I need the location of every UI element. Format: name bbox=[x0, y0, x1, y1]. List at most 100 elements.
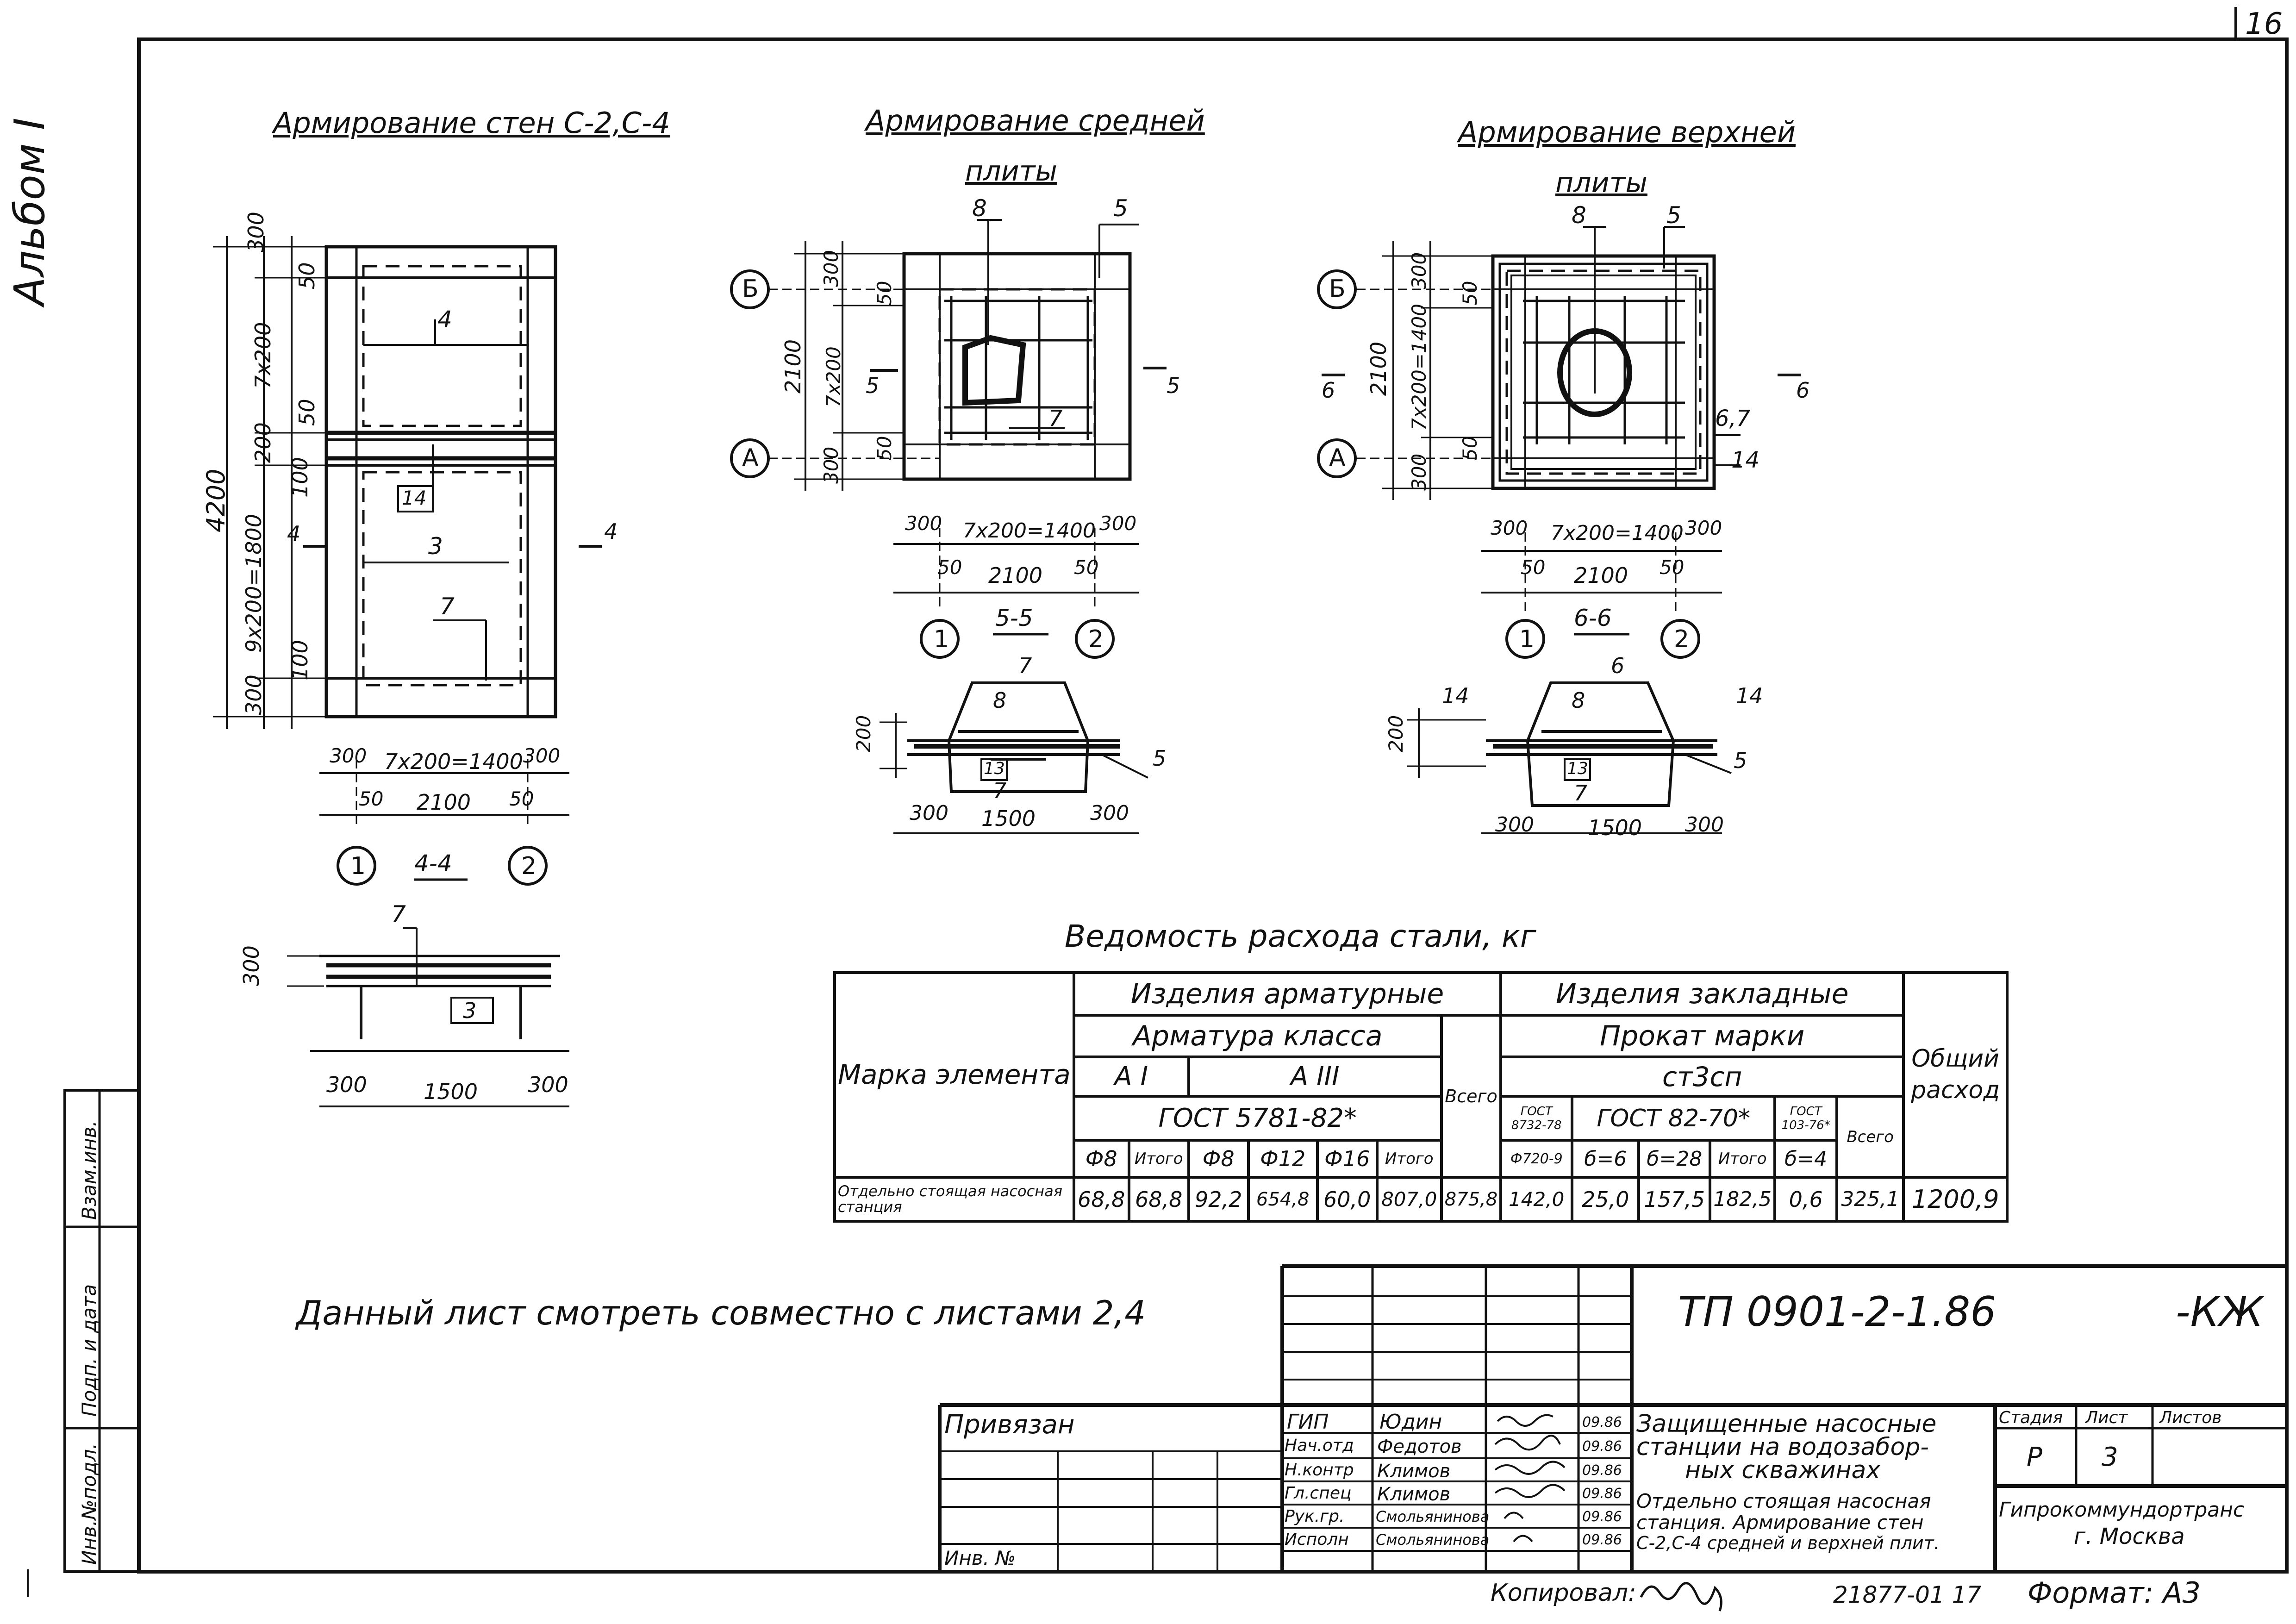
top-axis-1: 1 bbox=[1519, 625, 1535, 653]
sub-f8b: Ф8 bbox=[1187, 1139, 1250, 1179]
h-gost-82: ГОСТ 82-70* bbox=[1571, 1095, 1777, 1142]
h-embedded-products: Изделия закладные bbox=[1499, 971, 1905, 1017]
val-9: 157,5 bbox=[1637, 1176, 1712, 1223]
middle-title-2: плиты bbox=[965, 155, 1057, 187]
top-section-label: 6-6 bbox=[1574, 605, 1612, 631]
top-title-1: Армирование верхней bbox=[1458, 115, 1796, 149]
date-4: 09.86 bbox=[1582, 1509, 1622, 1525]
sub-itogo2: Итого bbox=[1375, 1139, 1443, 1179]
val-6: 875,8 bbox=[1440, 1176, 1503, 1223]
sheet-title-3: С-2,С-4 средней и верхней плит. bbox=[1636, 1533, 1940, 1553]
val-12: 325,1 bbox=[1835, 1176, 1905, 1223]
doc-code: ТП 0901-2-1.86 bbox=[1678, 1288, 1997, 1336]
top-sec-mark-13: 13 bbox=[1567, 759, 1588, 778]
walls-mark-4: 4 bbox=[437, 306, 452, 333]
walls-section-left: 4 bbox=[287, 521, 301, 546]
walls-mark-14: 14 bbox=[402, 487, 427, 509]
sub-b4: б=4 bbox=[1773, 1139, 1839, 1179]
org-city: г. Москва bbox=[2074, 1524, 2185, 1549]
top-mark-67: 6,7 bbox=[1715, 406, 1751, 431]
sub-f16: Ф16 bbox=[1316, 1139, 1379, 1179]
walls-sec-dim-300b: 300 bbox=[528, 1072, 568, 1097]
walls-section-label: 4-4 bbox=[414, 850, 452, 877]
top-sec-dim-300b: 300 bbox=[1685, 813, 1724, 837]
steel-spec-table: Марка элемента Изделия арматурные Издели… bbox=[833, 971, 2009, 1223]
h-armature-class: Арматура класса bbox=[1072, 1014, 1443, 1058]
sheet-title-2: станция. Армирование стен bbox=[1636, 1511, 1924, 1534]
top-bdim-4: 50 bbox=[1521, 556, 1546, 579]
middle-bdim-5: 2100 bbox=[988, 563, 1043, 588]
top-sec-mark-14b: 14 bbox=[1736, 683, 1763, 708]
val-5: 807,0 bbox=[1375, 1176, 1443, 1223]
middle-section-right: 5 bbox=[1167, 373, 1180, 398]
top-bdim-1: 300 bbox=[1491, 517, 1528, 539]
sheet-value: 3 bbox=[2102, 1442, 2118, 1472]
top-sec-mark-7: 7 bbox=[1574, 781, 1588, 806]
stage-value: Р bbox=[2027, 1442, 2042, 1472]
role-2: Н.контр bbox=[1285, 1461, 1354, 1480]
top-bdim-5: 2100 bbox=[1574, 563, 1628, 588]
walls-sec-mark-7: 7 bbox=[391, 901, 406, 928]
privyazan-label: Привязан bbox=[944, 1410, 1075, 1440]
top-sec-mark-14a: 14 bbox=[1442, 683, 1469, 708]
sub-b6: б=6 bbox=[1571, 1139, 1641, 1179]
middle-mark-7: 7 bbox=[1048, 406, 1063, 431]
middle-mark-5: 5 bbox=[1113, 195, 1128, 222]
walls-bdim-2: 7x200=1400 bbox=[384, 749, 523, 774]
val-2: 92,2 bbox=[1187, 1176, 1250, 1223]
middle-sec-mark-7a: 7 bbox=[1018, 653, 1032, 678]
order-number: 21877-01 17 bbox=[1833, 1581, 1982, 1608]
sheet-label: Лист bbox=[2085, 1408, 2128, 1427]
middle-axis-2: 2 bbox=[1088, 625, 1104, 653]
walls-mark-3: 3 bbox=[428, 533, 443, 560]
walls-sec-dim-1500: 1500 bbox=[424, 1079, 478, 1104]
name-2: Климов bbox=[1377, 1461, 1451, 1482]
top-sec-mark-8: 8 bbox=[1572, 688, 1585, 713]
project-name-3: ных скважинах bbox=[1685, 1456, 1881, 1484]
middle-sec-mark-13: 13 bbox=[984, 759, 1005, 778]
val-4: 60,0 bbox=[1316, 1176, 1379, 1223]
top-bdim-6: 50 bbox=[1660, 556, 1685, 579]
role-5: Исполн bbox=[1285, 1530, 1349, 1549]
middle-bdim-1: 300 bbox=[905, 512, 942, 535]
org-name: Гипрокоммундортранс bbox=[1999, 1498, 2245, 1522]
h-class-ai: А I bbox=[1072, 1056, 1190, 1098]
walls-bdim-5: 2100 bbox=[417, 790, 471, 815]
top-sec-mark-6: 6 bbox=[1611, 653, 1625, 678]
top-sec-mark-5: 5 bbox=[1734, 748, 1747, 773]
h-vsego2: Всего bbox=[1835, 1095, 1905, 1179]
inv-label: Инв. № bbox=[944, 1547, 1016, 1569]
date-1: 09.86 bbox=[1582, 1438, 1622, 1455]
sheet-number: 16 bbox=[2245, 7, 2283, 41]
date-0: 09.86 bbox=[1582, 1414, 1622, 1430]
middle-axis-1: 1 bbox=[934, 625, 949, 653]
sub-itogo3: Итого bbox=[1709, 1139, 1777, 1179]
middle-mark-8: 8 bbox=[972, 195, 987, 222]
top-section-right: 6 bbox=[1796, 378, 1810, 403]
h-total-all: Общий расход bbox=[1902, 971, 2009, 1179]
walls-bdim-6: 50 bbox=[509, 787, 534, 810]
middle-bdim-6: 50 bbox=[1074, 556, 1099, 579]
middle-axis-a: А bbox=[742, 444, 759, 472]
top-mark-8: 8 bbox=[1572, 202, 1586, 229]
middle-sec-dim-300a: 300 bbox=[910, 801, 948, 825]
val-8: 25,0 bbox=[1571, 1176, 1641, 1223]
sub-f8: Ф8 bbox=[1072, 1139, 1130, 1179]
middle-bdim-2: 7x200=1400 bbox=[963, 519, 1096, 543]
val-7: 142,0 bbox=[1499, 1176, 1574, 1223]
format-label: Формат: А3 bbox=[2028, 1576, 2201, 1610]
stage-label: Стадия bbox=[1999, 1408, 2063, 1427]
sheets-label: Листов bbox=[2159, 1408, 2222, 1427]
middle-section-left: 5 bbox=[866, 373, 880, 398]
val-11: 0,6 bbox=[1773, 1176, 1839, 1223]
top-mark-5: 5 bbox=[1666, 202, 1681, 229]
walls-mark-7: 7 bbox=[440, 593, 455, 620]
date-5: 09.86 bbox=[1582, 1532, 1622, 1548]
h-element-mark: Марка элемента bbox=[833, 971, 1075, 1179]
top-sec-dim-1500: 1500 bbox=[1588, 815, 1642, 840]
walls-bdim-1: 300 bbox=[330, 744, 367, 767]
